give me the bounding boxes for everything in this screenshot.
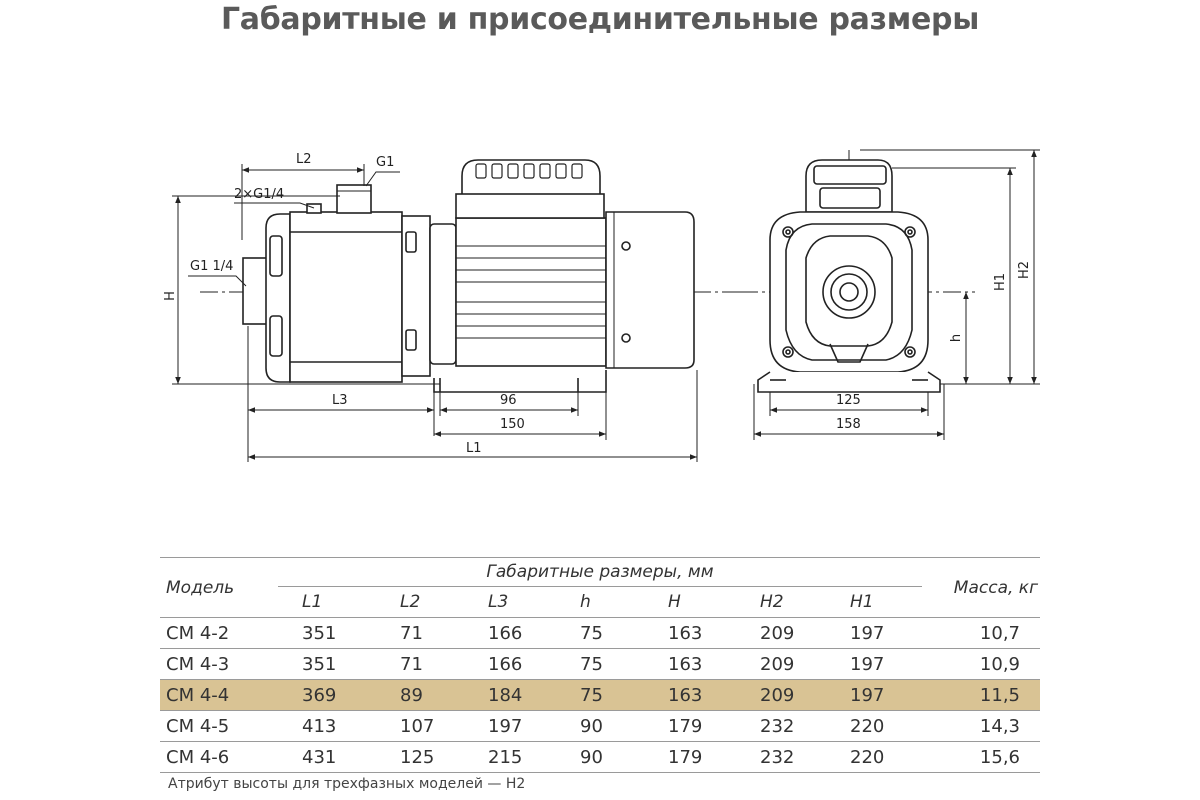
cell-L3: 197: [464, 710, 556, 742]
table-row: CM 4-5 413 107 197 90 179 232 220 14,3: [160, 710, 1040, 742]
cell-h: 75: [556, 679, 644, 711]
cell-H1: 197: [826, 617, 922, 649]
label-H1: H1: [993, 273, 1008, 291]
cell-H2: 209: [736, 617, 826, 649]
cell-L2: 71: [376, 617, 464, 649]
cell-L3: 166: [464, 617, 556, 649]
dimensions-table: Модель Габаритные размеры, мм Масса, кг …: [160, 557, 1040, 773]
header-H2: H2: [760, 592, 784, 612]
cell-H: 163: [644, 648, 736, 680]
cell-mass: 14,3: [922, 710, 1040, 742]
table-row: CM 4-6 431 125 215 90 179 232 220 15,6: [160, 741, 1040, 773]
page-title: Габаритные и присоединительные размеры: [220, 2, 980, 37]
cell-H2: 232: [736, 741, 826, 773]
front-view: [740, 150, 975, 393]
label-L2: L2: [296, 152, 312, 167]
label-158: 158: [836, 417, 861, 432]
cell-model: CM 4-6: [160, 741, 278, 773]
cell-H1: 220: [826, 741, 922, 773]
cell-H1: 197: [826, 648, 922, 680]
label-L3: L3: [332, 393, 348, 408]
cell-mass: 15,6: [922, 741, 1040, 773]
label-G1-1-4: G1 1/4: [190, 259, 233, 274]
header-L2: L2: [400, 592, 421, 612]
label-H: H: [163, 291, 178, 301]
cell-h: 75: [556, 648, 644, 680]
cell-H: 163: [644, 617, 736, 649]
cell-H1: 220: [826, 710, 922, 742]
cell-L3: 166: [464, 648, 556, 680]
label-L1: L1: [466, 441, 482, 456]
cell-h: 90: [556, 741, 644, 773]
table-row-highlighted: CM 4-4 369 89 184 75 163 209 197 11,5: [160, 679, 1040, 711]
cell-H2: 209: [736, 679, 826, 711]
cell-H2: 209: [736, 648, 826, 680]
cell-H2: 232: [736, 710, 826, 742]
dimension-labels: L2 G1 2×G1/4 G1 1/4 H L3 96 150 L1 125 1…: [163, 152, 1032, 456]
table-row: CM 4-3 351 71 166 75 163 209 197 10,9: [160, 648, 1040, 680]
label-H2: H2: [1017, 261, 1032, 279]
cell-model: CM 4-2: [160, 617, 278, 649]
front-dimensions: [753, 149, 1040, 440]
cell-H1: 197: [826, 679, 922, 711]
table-row: CM 4-2 351 71 166 75 163 209 197 10,7: [160, 617, 1040, 649]
label-G1: G1: [376, 155, 394, 170]
pump-drawing: L2 G1 2×G1/4 G1 1/4 H L3 96 150 L1 125 1…: [163, 149, 1040, 462]
footnote: Атрибут высоты для трехфазных моделей — …: [168, 776, 526, 792]
cell-h: 90: [556, 710, 644, 742]
cell-L2: 125: [376, 741, 464, 773]
header-H1: H1: [850, 592, 874, 612]
cell-L1: 431: [278, 741, 376, 773]
cell-L1: 369: [278, 679, 376, 711]
cell-L3: 215: [464, 741, 556, 773]
header-H: H: [668, 592, 681, 612]
cell-mass: 11,5: [922, 679, 1040, 711]
cell-L1: 413: [278, 710, 376, 742]
cell-L2: 107: [376, 710, 464, 742]
cell-L2: 89: [376, 679, 464, 711]
cell-h: 75: [556, 617, 644, 649]
cell-L1: 351: [278, 617, 376, 649]
label-96: 96: [500, 393, 517, 408]
header-model: Модель: [160, 557, 278, 618]
cell-L3: 184: [464, 679, 556, 711]
cell-mass: 10,9: [922, 648, 1040, 680]
cell-mass: 10,7: [922, 617, 1040, 649]
cell-H: 163: [644, 679, 736, 711]
cell-model: CM 4-3: [160, 648, 278, 680]
header-mass: Масса, кг: [922, 557, 1040, 618]
label-125: 125: [836, 393, 861, 408]
cell-model: CM 4-4: [160, 679, 278, 711]
side-view: [200, 159, 755, 393]
cell-L2: 71: [376, 648, 464, 680]
label-150: 150: [500, 417, 525, 432]
label-h: h: [949, 334, 964, 342]
header-L1: L1: [302, 592, 323, 612]
label-2xG1-4: 2×G1/4: [234, 187, 284, 202]
header-h: h: [580, 592, 591, 612]
side-dimensions: [172, 164, 698, 462]
cell-H: 179: [644, 710, 736, 742]
cell-L1: 351: [278, 648, 376, 680]
cell-H: 179: [644, 741, 736, 773]
cell-model: CM 4-5: [160, 710, 278, 742]
header-dimensions: Габаритные размеры, мм: [278, 557, 922, 587]
header-L3: L3: [488, 592, 509, 612]
